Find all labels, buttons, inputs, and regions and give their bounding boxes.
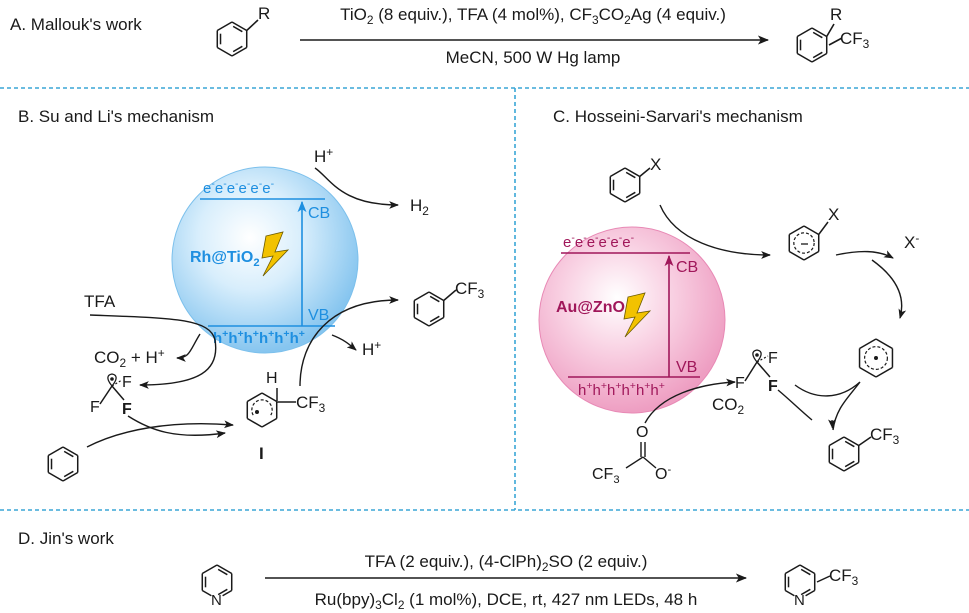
product-d-cf3: CF3 bbox=[829, 566, 859, 588]
tfa-cf3: CF3 bbox=[592, 466, 620, 486]
n-atom-reactant: N bbox=[211, 592, 222, 609]
proton-out: H+ bbox=[362, 338, 381, 359]
arrow-coupling-head bbox=[828, 418, 836, 429]
co2-h-label: CO2 + H+ bbox=[94, 346, 165, 370]
cf3-radical-c: F F F bbox=[735, 349, 778, 395]
arrow-cf3-to-product bbox=[777, 389, 813, 421]
conditions-above-arrow: TiO2 (8 equiv.), TFA (4 mol%), CF3CO2Ag … bbox=[340, 5, 726, 27]
panel-c-title: C. Hosseini-Sarvari's mechanism bbox=[553, 107, 803, 126]
product-c-cf3: CF3 bbox=[870, 425, 900, 447]
tio2-sphere bbox=[171, 166, 359, 354]
proton-in: H+ bbox=[314, 145, 333, 166]
arrow-intermediate-to-product bbox=[299, 296, 399, 387]
bond-cf3-product bbox=[828, 37, 843, 46]
conditions-below-arrow: MeCN, 500 W Hg lamp bbox=[446, 48, 621, 67]
pyridine-product bbox=[784, 564, 816, 597]
zno-cb-label: CB bbox=[676, 259, 698, 276]
tfa-o-minus: O- bbox=[655, 464, 671, 483]
bond-product-d-cf3 bbox=[816, 575, 831, 583]
lightning-bolt-icon bbox=[261, 231, 290, 277]
product-r: R bbox=[830, 5, 842, 24]
f-atom: F bbox=[122, 401, 132, 418]
panel-d-title: D. Jin's work bbox=[18, 529, 114, 548]
f-atom: F bbox=[735, 375, 745, 392]
n-atom-product: N bbox=[794, 592, 805, 609]
panel-d: D. Jin's work N TFA (2 equiv.), (4-ClPh)… bbox=[18, 529, 859, 612]
product-c bbox=[828, 436, 860, 472]
f-atom: F bbox=[90, 399, 100, 416]
bond-x bbox=[639, 167, 651, 178]
radical-anion bbox=[788, 225, 820, 261]
panel-b: B. Su and Li's mechanism e-e-e-e-e-e- CB… bbox=[18, 107, 485, 482]
substituent-r: R bbox=[258, 4, 270, 23]
tio2-holes: h+h+h+h+h+h+ bbox=[213, 328, 305, 347]
f-atom: F bbox=[122, 374, 132, 391]
pyridine-reactant bbox=[201, 564, 233, 597]
bond-product-b-cf3 bbox=[443, 289, 457, 302]
arrow-to-aryl-radical bbox=[871, 259, 907, 319]
anion-x: X bbox=[828, 205, 839, 224]
tio2-electrons: e-e-e-e-e-e- bbox=[203, 178, 275, 197]
tfa-o-top: O bbox=[636, 424, 648, 441]
tio2-catalyst-label: Rh@TiO2 bbox=[190, 249, 260, 269]
product-b-cf3: CF3 bbox=[455, 279, 485, 301]
zno-holes: h+h+h+h+h+h+ bbox=[578, 380, 665, 399]
bond-r-product bbox=[826, 23, 835, 37]
tfa-label: TFA bbox=[84, 292, 116, 311]
bond-r bbox=[246, 19, 259, 32]
product-b bbox=[413, 291, 445, 327]
panel-dividers bbox=[0, 87, 969, 511]
zno-catalyst-label: Au@ZnO bbox=[556, 299, 625, 316]
intermediate-cf3: CF3 bbox=[296, 393, 326, 415]
bond-anion-x bbox=[818, 221, 829, 235]
conditions-below-d: Ru(bpy)3Cl2 (1 mol%), DCE, rt, 427 nm LE… bbox=[315, 590, 698, 612]
product-cf3-a: CF3 bbox=[840, 29, 870, 51]
cf3-radical-b: F F F bbox=[90, 373, 132, 418]
arrow-co2 bbox=[176, 333, 201, 362]
f-atom: F bbox=[768, 350, 778, 367]
hydrogen-out: H2 bbox=[410, 196, 429, 218]
benzene-r-reactant bbox=[216, 21, 248, 57]
aryl-radical bbox=[858, 338, 894, 378]
bond-product-c-cf3 bbox=[858, 436, 872, 447]
tio2-cb-label: CB bbox=[308, 205, 330, 222]
lightning-bolt-icon bbox=[623, 292, 652, 338]
arrow-tfa bbox=[89, 314, 217, 389]
zno-vb-label: VB bbox=[676, 359, 697, 376]
x-minus: X- bbox=[904, 231, 919, 252]
intermediate-radical bbox=[246, 392, 278, 428]
intermediate-h: H bbox=[266, 370, 278, 387]
arrow-to-intermediate bbox=[127, 415, 226, 439]
trifluoroacetate: O CF3 O- bbox=[592, 424, 671, 486]
benzene-product-a bbox=[796, 27, 828, 63]
panel-b-title: B. Su and Li's mechanism bbox=[18, 107, 214, 126]
arrow-release-x bbox=[835, 250, 894, 259]
panel-a: A. Mallouk's work R TiO2 (8 equiv.), TFA… bbox=[10, 4, 870, 67]
aryl-halide bbox=[609, 167, 641, 203]
halide-x: X bbox=[650, 155, 661, 174]
arrow-proton-out bbox=[331, 334, 357, 351]
tio2-vb-label: VB bbox=[308, 307, 329, 324]
zno-electrons: e-e-e-e-e-e- bbox=[563, 232, 635, 251]
arrow-h-to-h2 bbox=[314, 167, 399, 209]
arrow-ar-x bbox=[659, 204, 771, 259]
benzene-b bbox=[47, 446, 79, 482]
conditions-above-d: TFA (2 equiv.), (4-ClPh)2SO (2 equiv.) bbox=[365, 552, 648, 574]
f-atom: F bbox=[768, 378, 778, 395]
arrow-tfa-to-cf3 bbox=[644, 378, 736, 424]
panel-c: C. Hosseini-Sarvari's mechanism X e-e-e-… bbox=[538, 107, 919, 486]
co2-c: CO2 bbox=[712, 395, 745, 417]
arrow-benzene-to-intermediate bbox=[86, 420, 234, 448]
zno-sphere bbox=[538, 226, 726, 414]
intermediate-label: I bbox=[259, 444, 264, 463]
arrow-coupling bbox=[794, 381, 861, 431]
panel-a-title: A. Mallouk's work bbox=[10, 15, 142, 34]
